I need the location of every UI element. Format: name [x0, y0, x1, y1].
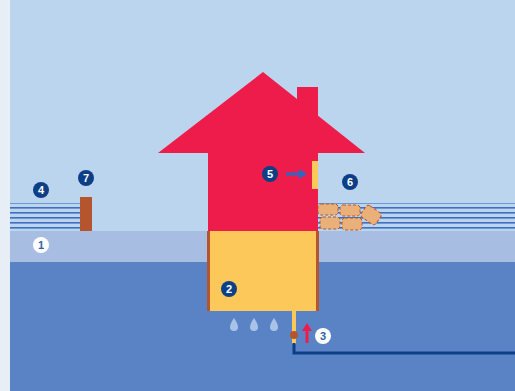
window — [312, 161, 318, 189]
basement-wall-right — [316, 231, 319, 311]
callout-number: 1 — [33, 237, 49, 253]
barrier-post — [80, 197, 92, 231]
callout-number: 2 — [221, 281, 237, 297]
drain-pipe — [292, 311, 296, 344]
callout-number: 4 — [33, 182, 49, 198]
sky — [10, 0, 515, 231]
flood-water-left — [10, 203, 80, 229]
basement-wall-left — [207, 231, 210, 311]
sandbags — [318, 204, 382, 230]
backflow-arrow — [302, 323, 312, 343]
roof — [158, 72, 365, 153]
water-drops — [230, 318, 278, 331]
arrow-to-window — [286, 169, 307, 179]
sewer-pipe — [294, 343, 515, 353]
callout-number: 3 — [315, 328, 331, 344]
basement — [208, 231, 318, 311]
flood-water-right — [318, 203, 515, 229]
callout-number: 7 — [78, 170, 94, 186]
house-wall — [208, 152, 318, 232]
callout-number: 6 — [342, 174, 358, 190]
backflow-valve — [290, 331, 298, 339]
callout-number: 5 — [262, 166, 278, 182]
